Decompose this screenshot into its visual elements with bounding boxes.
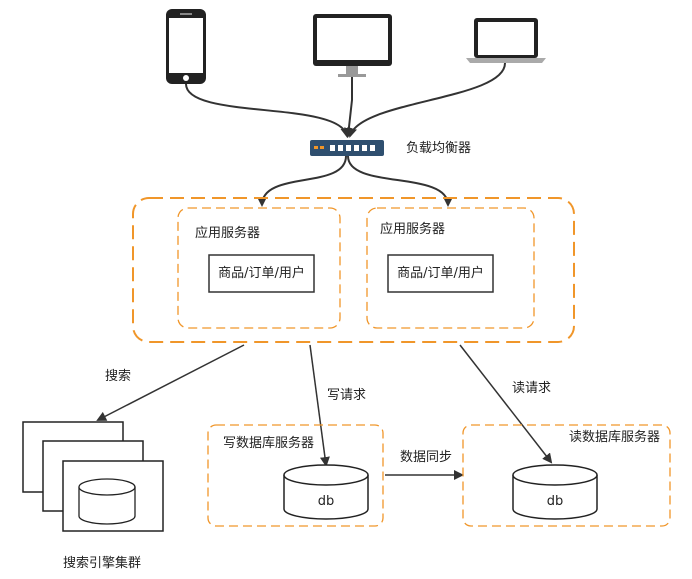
search-edge-label: 搜索	[105, 369, 132, 384]
app-server-2-module-box	[387, 254, 494, 293]
write-db-label: db	[317, 494, 335, 509]
app-server-1-module-label: 商品/订单/用户	[218, 266, 305, 281]
search-engine-cluster-icon	[22, 421, 164, 532]
app-server-1-box	[177, 207, 341, 329]
write-db-server-title: 写数据库服务器	[223, 436, 315, 451]
write-request-edge-label: 写请求	[327, 388, 367, 403]
laptop-to-lb-edge	[347, 62, 506, 138]
read-db-server-title: 读数据库服务器	[569, 430, 661, 445]
read-db-cylinder-icon	[512, 464, 598, 520]
search-db-cylinder-icon	[78, 478, 136, 525]
search-edge	[96, 344, 245, 421]
lb-to-app2-edge	[347, 155, 453, 207]
app-server-2-module-label: 商品/订单/用户	[397, 266, 484, 281]
search-cluster-label: 搜索引擎集群	[63, 556, 142, 571]
phone-to-lb-edge	[185, 83, 351, 138]
app-cluster-boundary	[132, 197, 575, 343]
write-db-cylinder-icon	[283, 464, 369, 520]
app-server-1-title: 应用服务器	[195, 226, 261, 241]
write-request-edge	[309, 344, 330, 467]
read-db-label: db	[546, 494, 564, 509]
lb-to-app1-edge	[257, 155, 347, 207]
desktop-monitor-icon	[313, 14, 392, 77]
laptop-icon	[466, 18, 546, 63]
desktop-to-lb-edge	[343, 77, 354, 138]
app-server-1-module-box	[208, 254, 315, 293]
phone-icon	[166, 9, 206, 84]
app-server-2-title: 应用服务器	[380, 222, 446, 237]
read-db-server-box	[462, 424, 671, 527]
load-balancer-icon	[310, 140, 384, 156]
data-sync-edge-label: 数据同步	[400, 450, 453, 465]
write-db-server-box	[207, 424, 384, 527]
read-request-edge	[459, 344, 553, 464]
app-server-2-box	[366, 207, 535, 329]
read-request-edge-label: 读请求	[512, 381, 552, 396]
load-balancer-label: 负载均衡器	[406, 141, 472, 156]
